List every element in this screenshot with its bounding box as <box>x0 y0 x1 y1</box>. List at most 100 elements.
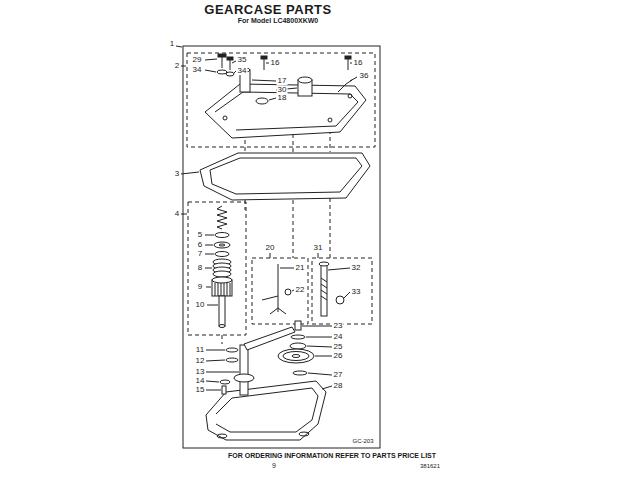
shift-fork <box>262 264 291 314</box>
gearcase-illustration <box>176 46 380 448</box>
group-bracket <box>293 200 294 258</box>
gear-train <box>220 321 314 395</box>
leader-line <box>206 287 211 288</box>
callout-number: 23 <box>333 322 344 330</box>
leader-line <box>206 381 219 382</box>
drive-shaft <box>321 290 327 294</box>
group-bracket <box>330 198 331 258</box>
callout-number: 11 <box>195 346 205 354</box>
callout-number: 24 <box>333 333 344 341</box>
leader-line <box>252 80 276 81</box>
drive-shaft <box>319 262 329 266</box>
screw <box>230 60 231 70</box>
gear-train <box>293 371 307 375</box>
gear-housing <box>299 432 309 436</box>
callout-number: 14 <box>195 377 206 385</box>
leader-line <box>181 172 199 174</box>
drive-shaft <box>321 264 327 316</box>
pinion-stack <box>227 283 228 296</box>
callout-number: 10 <box>195 301 206 309</box>
callout-number: 7 <box>197 250 203 258</box>
leader-line <box>205 254 214 255</box>
leader-line <box>205 268 212 269</box>
group-bracket <box>252 258 308 324</box>
shift-fork <box>270 308 286 314</box>
leader-line <box>205 235 214 236</box>
gear-train <box>290 343 306 349</box>
leader-line <box>206 390 221 391</box>
leader-line <box>270 253 271 258</box>
leader-line <box>181 66 186 67</box>
callout-number: 20 <box>265 244 276 252</box>
gasket <box>210 158 362 194</box>
leader-line <box>206 360 225 361</box>
gear-housing <box>217 434 227 438</box>
group-bracket <box>293 134 294 152</box>
group-bracket <box>187 53 375 344</box>
pinion-stack <box>219 296 225 326</box>
leader-line <box>328 268 350 270</box>
callout-number: 12 <box>195 357 206 365</box>
leader-line <box>344 292 350 298</box>
gearcase-cover <box>215 92 358 130</box>
screw <box>264 59 265 70</box>
callout-number: 3 <box>174 170 180 178</box>
leader-line <box>308 373 332 375</box>
pinion-stack <box>215 233 229 238</box>
pinion-stack <box>213 271 231 277</box>
gearcase-cover <box>205 68 366 138</box>
page-title: GEARCASE PARTS <box>203 3 332 16</box>
screw <box>261 56 267 59</box>
group-bracket <box>222 335 223 344</box>
pinion-stack <box>215 283 216 296</box>
gear-train <box>244 327 295 350</box>
screw <box>348 59 349 70</box>
gear-housing <box>206 381 326 440</box>
screw <box>218 54 226 57</box>
gearcase-cover <box>298 77 312 83</box>
drive-shaft <box>321 278 327 282</box>
callout-number: 32 <box>351 264 362 272</box>
leader-line <box>205 245 213 246</box>
drive-shaft <box>321 284 327 288</box>
leader-line <box>306 337 332 338</box>
callout-number: 1 <box>169 40 175 48</box>
callout-number: 29 <box>192 56 203 64</box>
gearcase-cover <box>348 94 352 98</box>
callout-number: 27 <box>333 371 344 379</box>
leader-line <box>232 61 236 63</box>
pinion-stack <box>214 242 230 248</box>
leader-line <box>205 70 216 72</box>
assembly-outline <box>183 46 380 448</box>
shift-fork <box>278 264 279 312</box>
gear-train <box>295 321 301 330</box>
gearcase-cover <box>328 118 332 122</box>
leader-line <box>350 77 357 81</box>
screw <box>227 57 233 60</box>
leader-line <box>302 326 332 327</box>
callout-number: 26 <box>333 352 344 360</box>
gear-train <box>278 349 314 363</box>
gear-train <box>222 386 226 394</box>
callout-number: 35 <box>237 56 248 64</box>
leader-line <box>266 63 269 64</box>
callout-number: 15 <box>195 386 206 394</box>
leader-line <box>315 356 332 357</box>
callout-number: 6 <box>197 241 203 249</box>
callout-number: 17 <box>277 77 288 85</box>
gear-train <box>292 355 300 358</box>
group-bracket <box>188 202 246 335</box>
callout-number: 16 <box>353 59 364 67</box>
callout-number: 31 <box>313 244 324 252</box>
callout-number: 33 <box>351 288 362 296</box>
leader-line <box>307 346 332 347</box>
gear-train <box>283 352 309 361</box>
pinion-stack <box>221 283 222 296</box>
callout-number: 30 <box>277 86 288 94</box>
assembly-outline <box>183 46 380 448</box>
leader-line <box>205 59 217 60</box>
gear-housing <box>216 388 318 432</box>
callout-number: 36 <box>359 72 370 80</box>
